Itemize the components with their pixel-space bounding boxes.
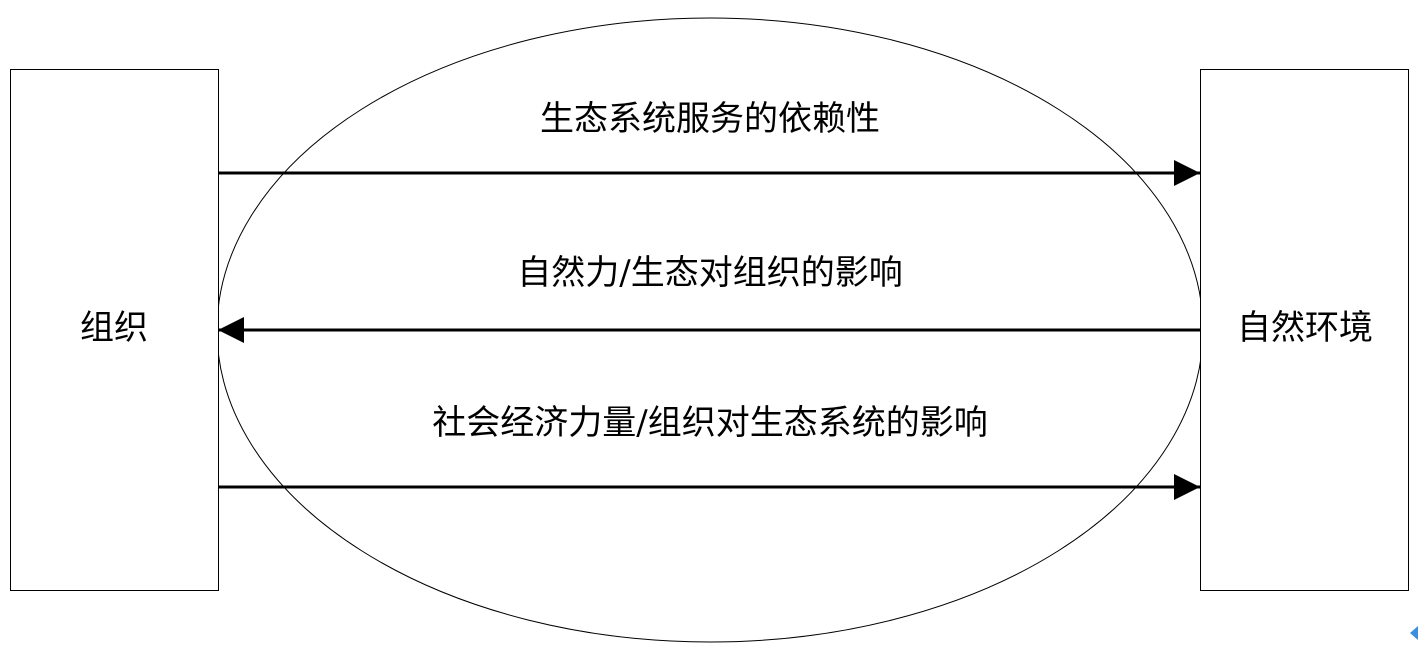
node-organization-label: 组织	[80, 308, 148, 348]
edge-dependency-label: 生态系统服务的依赖性	[540, 99, 880, 139]
node-organization: 组织	[10, 69, 219, 591]
edge-natural-impact-label: 自然力/生态对组织的影响	[517, 253, 902, 293]
edge-natural-impact: 自然力/生态对组织的影响	[218, 253, 1200, 343]
corner-marker-icon	[1410, 626, 1418, 640]
node-organization-box	[10, 69, 219, 591]
edge-socioeconomic-impact: 社会经济力量/组织对生态系统的影响	[218, 403, 1200, 500]
edge-socioeconomic-impact-label: 社会经济力量/组织对生态系统的影响	[432, 403, 987, 443]
node-environment: 自然环境	[1200, 69, 1409, 591]
edge-dependency: 生态系统服务的依赖性	[218, 99, 1200, 186]
node-environment-label: 自然环境	[1237, 308, 1373, 348]
node-environment-box	[1200, 69, 1409, 591]
